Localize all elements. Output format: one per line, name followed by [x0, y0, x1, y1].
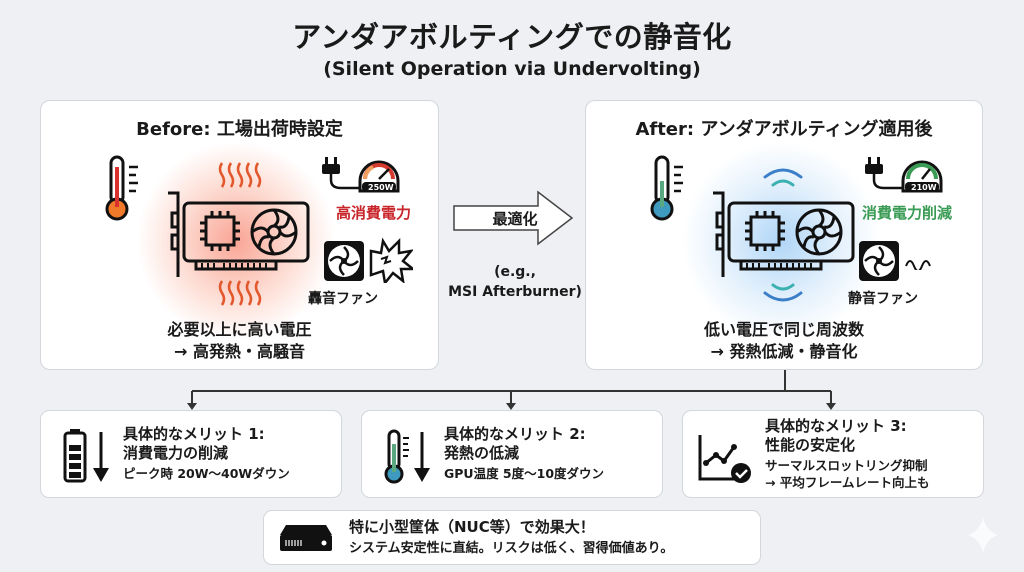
power-plug-icon: [322, 157, 359, 190]
heat-waves-top-icon: [218, 162, 262, 188]
sound-waves-bottom-icon: [763, 283, 803, 302]
mini-pc-icon: [280, 525, 332, 551]
merit-3-title-line2: 性能の安定化: [765, 436, 856, 454]
gpu-card-cool-icon: [713, 191, 855, 277]
merit-1-detail: ピーク時 20W〜40Wダウン: [123, 466, 290, 481]
tool-example-line1: (e.g.,: [494, 264, 536, 280]
quiet-fan-label: 静音ファン: [848, 291, 918, 307]
merit-1-title: 具体的なメリット 1: 消費電力の削減: [123, 425, 265, 463]
merit-2-detail: GPU温度 5度〜10度ダウン: [444, 466, 605, 481]
after-heading: After: アンダアボルティング適用後: [635, 119, 933, 140]
after-panel: After: アンダアボルティング適用後: [585, 100, 983, 370]
optimize-label: 最適化: [492, 210, 538, 228]
noise-burst-icon: [369, 237, 413, 283]
battery-down-icon: [63, 429, 109, 483]
after-desc-line1: 低い電圧で同じ周波数: [703, 320, 864, 339]
stable-chart-check-icon: [698, 435, 751, 483]
after-gauge-value: 210W: [911, 183, 937, 192]
after-desc-line2: → 発熱低減・静音化: [710, 342, 858, 361]
thermometer-cool-icon: [650, 155, 683, 221]
gpu-card-hot-icon: [168, 191, 310, 277]
reduced-power-label: 消費電力削減: [862, 204, 953, 222]
tool-example-line2: MSI Afterburner): [448, 284, 582, 300]
before-gauge-value: 250W: [368, 183, 394, 192]
loud-fan-icon: [324, 241, 364, 281]
merit-1-title-line2: 消費電力の削減: [123, 444, 229, 462]
thermometer-down-icon: [384, 429, 430, 484]
after-description: 低い電圧で同じ周波数 → 発熱低減・静音化: [586, 319, 982, 363]
merit-3-detail-line1: サーマルスロットリング抑制: [765, 458, 928, 473]
merit-3-title-line1: 具体的なメリット 3:: [765, 417, 907, 435]
merit-1-title-line1: 具体的なメリット 1:: [123, 425, 265, 443]
quiet-wave-icon: [905, 260, 931, 270]
merit-card-2: 具体的なメリット 2: 発熱の低減 GPU温度 5度〜10度ダウン: [361, 410, 663, 498]
before-heading: Before: 工場出荷時設定: [136, 119, 343, 140]
power-gauge-low-icon: [901, 160, 943, 193]
sound-waves-top-icon: [763, 168, 803, 187]
tool-example-label: (e.g., MSI Afterburner): [435, 262, 595, 302]
cool-glow: [681, 141, 881, 341]
merit-card-3: 具体的なメリット 3: 性能の安定化 サーマルスロットリング抑制 → 平均フレー…: [682, 410, 984, 498]
quiet-fan-icon: [859, 241, 899, 281]
merit-3-detail: サーマルスロットリング抑制 → 平均フレームレート向上も: [765, 457, 929, 491]
page-subtitle: (Silent Operation via Undervolting): [323, 58, 701, 80]
thermometer-hot-icon: [105, 155, 138, 221]
page-title: アンダアボルティングでの静音化: [292, 20, 732, 54]
summary-detail: システム安定性に直結。リスクは低く、習得価値あり。: [349, 541, 674, 556]
merit-card-1: 具体的なメリット 1: 消費電力の削減 ピーク時 20W〜40Wダウン: [40, 410, 342, 498]
merit-2-title-line2: 発熱の低減: [444, 444, 520, 462]
before-desc-line2: → 高発熱・高騒音: [174, 342, 305, 361]
heat-glow: [136, 141, 336, 341]
sparkle-icon: [968, 517, 998, 553]
summary-banner: 特に小型筐体（NUC等）で効果大！ システム安定性に直結。リスクは低く、習得価値…: [263, 510, 761, 565]
optimize-arrow-icon: [453, 190, 574, 246]
high-power-label: 高消費電力: [336, 204, 412, 222]
power-gauge-high-icon: [358, 160, 400, 193]
loud-fan-label: 轟音ファン: [308, 291, 378, 307]
before-panel: Before: 工場出荷時設定: [40, 100, 439, 370]
merit-2-title: 具体的なメリット 2: 発熱の低減: [444, 425, 586, 463]
merit-3-title: 具体的なメリット 3: 性能の安定化: [765, 417, 907, 455]
heat-waves-bottom-icon: [218, 280, 262, 306]
summary-headline: 特に小型筐体（NUC等）で効果大！: [349, 518, 595, 536]
power-plug-icon: [865, 157, 902, 190]
before-desc-line1: 必要以上に高い電圧: [167, 320, 312, 339]
merit-2-title-line1: 具体的なメリット 2:: [444, 425, 586, 443]
before-description: 必要以上に高い電圧 → 高発熱・高騒音: [41, 319, 438, 363]
merit-3-detail-line2: → 平均フレームレート向上も: [765, 475, 930, 490]
